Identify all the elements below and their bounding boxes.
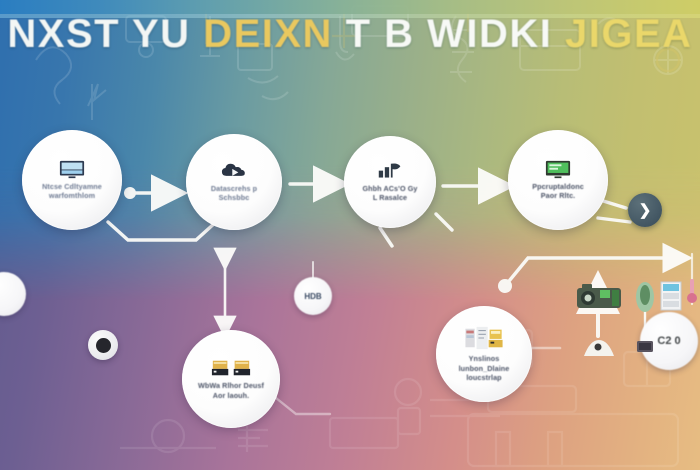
node-3-label-line2: L Rasalce [372,193,408,202]
title-word-2: DEIXN [203,11,333,56]
title-word-4: WIDKI [427,11,553,56]
title-word-3: T B [345,11,415,56]
node-process-5[interactable]: WbWa Rlhor Deusf Aor laouh. [182,330,280,428]
node-5-label-line2: Aor laouh. [212,390,250,400]
title-word-1: NXST YU [7,11,191,56]
mini-box-icon[interactable] [636,340,654,353]
node-6-label-line1: Ynslinos [468,354,500,364]
cloud-data-icon [221,163,245,176]
green-monitor-icon [545,160,571,178]
workstation-icon [465,327,503,350]
node-process-4[interactable]: Ppcruptaldonc Paor Rltc. [508,130,608,230]
mini-camera-icon[interactable] [576,282,622,312]
mini-server-rack-icon[interactable] [660,281,682,311]
mini-thermometer-icon[interactable] [686,278,698,304]
node-1-label-line2: warfomthlom [48,191,96,200]
node-4-label-line1: Ppcruptaldonc [532,181,584,191]
node-5-label-line1: WbWa Rlhor Deusf [197,381,265,390]
title-word-5: JIGEA [565,11,693,56]
top-color-band-secondary [0,14,700,18]
monitor-icon [59,160,85,178]
background-illustration-top [35,4,683,120]
badge-hdb[interactable]: HDB [294,277,332,315]
top-color-band [0,0,700,14]
dual-server-icon [211,360,251,376]
node-3-label-line1: Ghbh ACs'O Gy [362,183,418,193]
node-2-label-line2: Schsbbc [218,193,250,202]
chart-flag-icon [378,163,401,178]
mini-person-icon[interactable] [634,281,656,313]
node-4-label-line2: Paor Rltc. [540,191,576,200]
chevron-circle[interactable]: ❯ [628,193,662,227]
node-6-label-line3: loucstrlap [466,373,502,383]
node-process-6[interactable]: Ynslinos lunbon_Dlaine loucstrlap [436,306,532,402]
node-1-label-line1: Ntcse Cdltyamne [42,181,102,191]
mini-stand-icon[interactable] [582,336,616,358]
node-process-2[interactable]: Datascrehs p Schsbbc [186,134,282,230]
node-6-label-line2: lunbon_Dlaine [458,363,510,373]
node-2-label-line1: Datascrehs p [210,183,258,193]
dark-dot-core [95,337,111,353]
badge-dark-dot[interactable] [88,330,118,360]
node-process-1[interactable]: Ntcse Cdltyamne warfomthlom [22,130,122,230]
page-title: NXST YU DEIXN T B WIDKI JIGEA [0,8,700,60]
node-process-3[interactable]: Ghbh ACs'O Gy L Rasalce [344,136,436,228]
